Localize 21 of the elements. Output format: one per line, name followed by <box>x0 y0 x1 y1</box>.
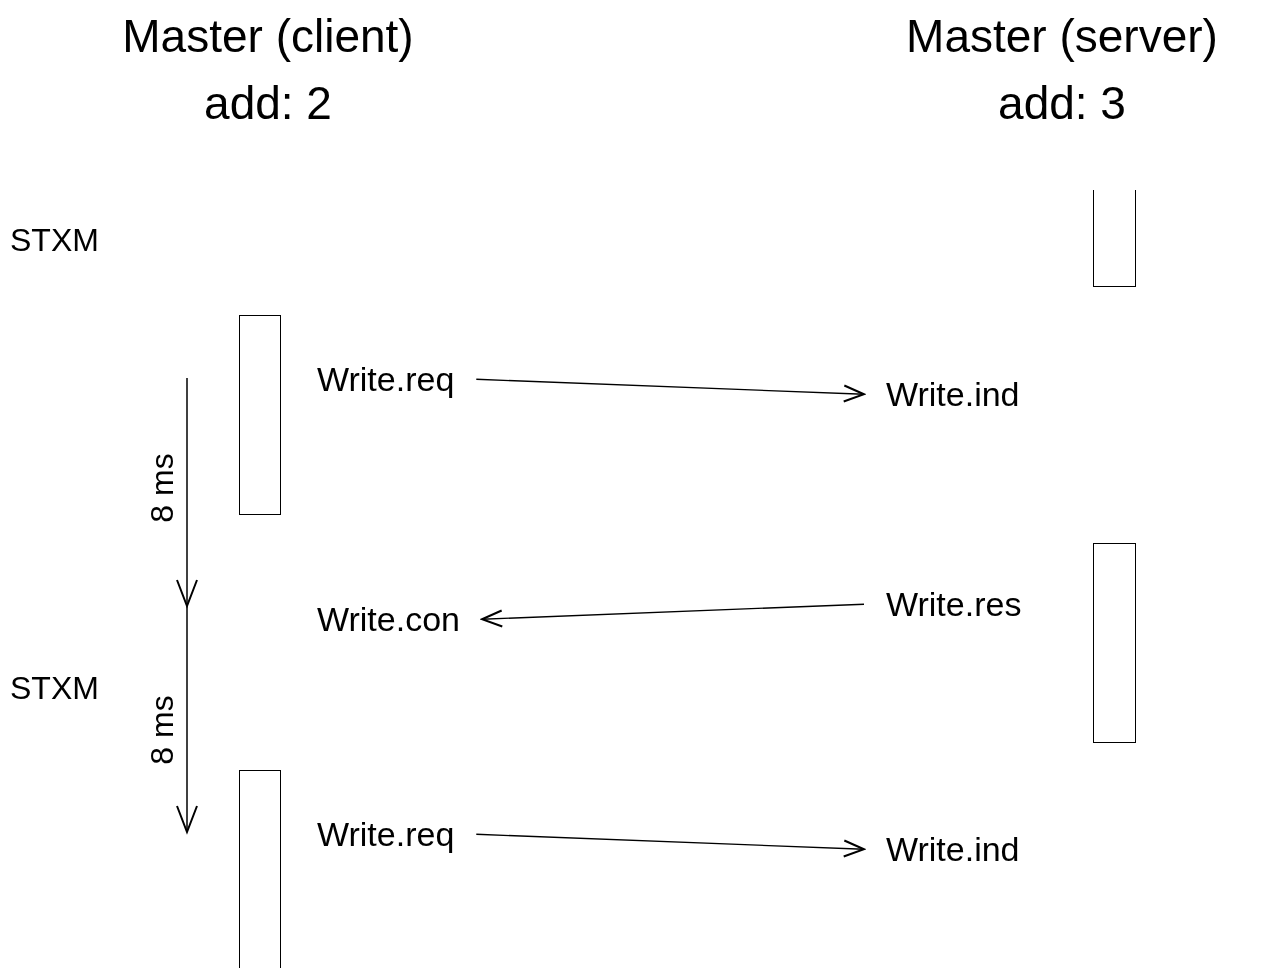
interval-label: 8 ms <box>143 453 181 523</box>
message-label: Write.res <box>886 583 1022 626</box>
message-arrow <box>475 378 865 403</box>
message-label: Write.ind <box>886 373 1020 416</box>
address-label: add: 2 <box>204 76 332 131</box>
frame-label: STXM <box>10 669 99 708</box>
interval-label: 8 ms <box>143 695 181 765</box>
lane-title: Master (client) <box>122 9 414 64</box>
message-label: Write.req <box>317 813 455 856</box>
message-arrow <box>481 603 865 628</box>
lane-title: Master (server) <box>906 9 1218 64</box>
frame-label: STXM <box>10 221 99 260</box>
message-label: Write.req <box>317 358 455 401</box>
activation-bar <box>239 315 281 515</box>
activation-bar <box>1093 543 1136 743</box>
activation-bar <box>1093 190 1136 287</box>
message-arrow <box>475 833 865 858</box>
activation-bar <box>239 770 281 968</box>
message-label: Write.con <box>317 598 460 641</box>
address-label: add: 3 <box>998 76 1126 131</box>
message-label: Write.ind <box>886 828 1020 871</box>
